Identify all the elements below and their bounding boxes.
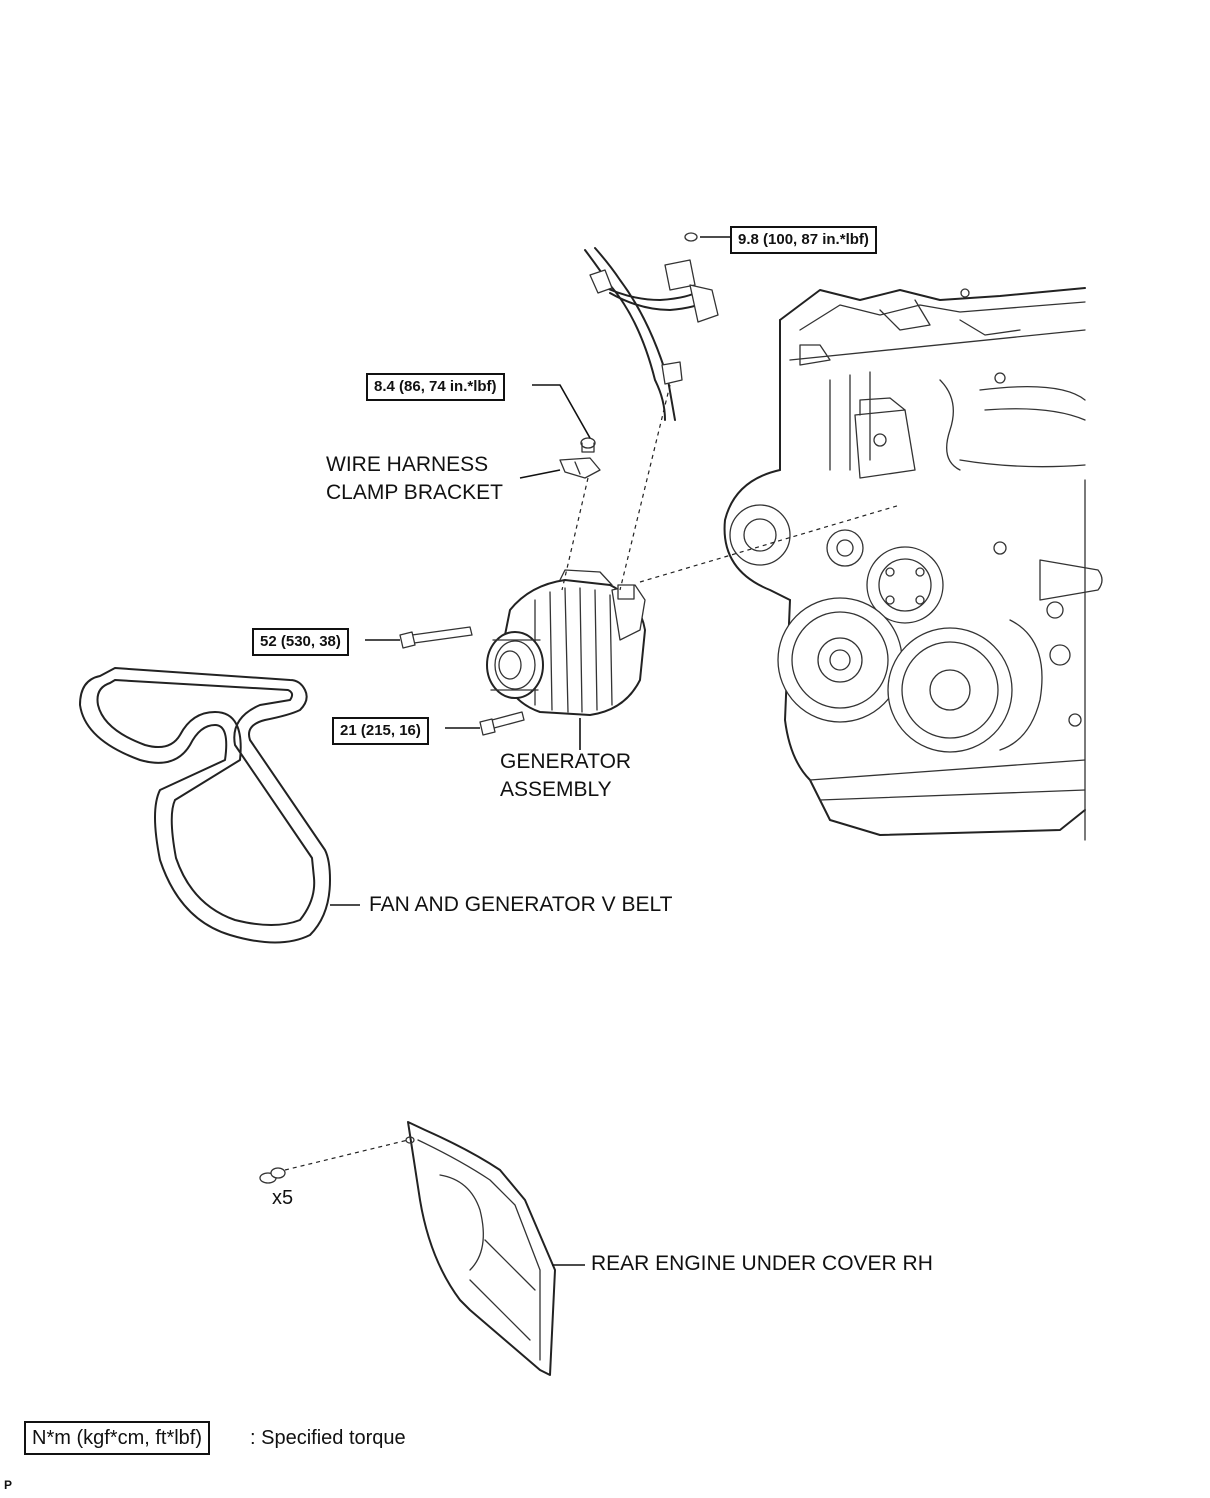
generator-assembly [486, 569, 646, 716]
generator-label-line2: ASSEMBLY [500, 778, 612, 801]
wire-harness [584, 232, 719, 421]
clamp-bracket-label-line2: CLAMP BRACKET [326, 481, 503, 504]
torque-generator-lower-bolt: 21 (215, 16) [332, 717, 429, 745]
corner-mark: P [4, 1478, 13, 1492]
torque-generator-upper-bolt: 52 (530, 38) [252, 628, 349, 656]
clamp-bracket-label-line1: WIRE HARNESS [326, 453, 489, 476]
v-belt [79, 667, 331, 944]
clip-count-label: x5 [272, 1187, 294, 1209]
torque-harness-top: 9.8 (100, 87 in.*lbf) [730, 226, 877, 254]
engine-block [723, 287, 1103, 841]
belt-label: FAN AND GENERATOR V BELT [369, 893, 673, 916]
clip [259, 1167, 286, 1184]
under-cover-label: REAR ENGINE UNDER COVER RH [591, 1252, 933, 1275]
clamp-bracket [559, 437, 601, 479]
under-cover [405, 1121, 556, 1376]
generator-label-line1: GENERATOR [500, 750, 632, 773]
generator-lower-bolt [479, 711, 525, 736]
legend-unit-box: N*m (kgf*cm, ft*lbf) [24, 1421, 211, 1455]
torque-clamp-bracket: 8.4 (86, 74 in.*lbf) [366, 373, 505, 401]
generator-upper-bolt [399, 626, 473, 649]
legend-description: : Specified torque [250, 1427, 406, 1449]
